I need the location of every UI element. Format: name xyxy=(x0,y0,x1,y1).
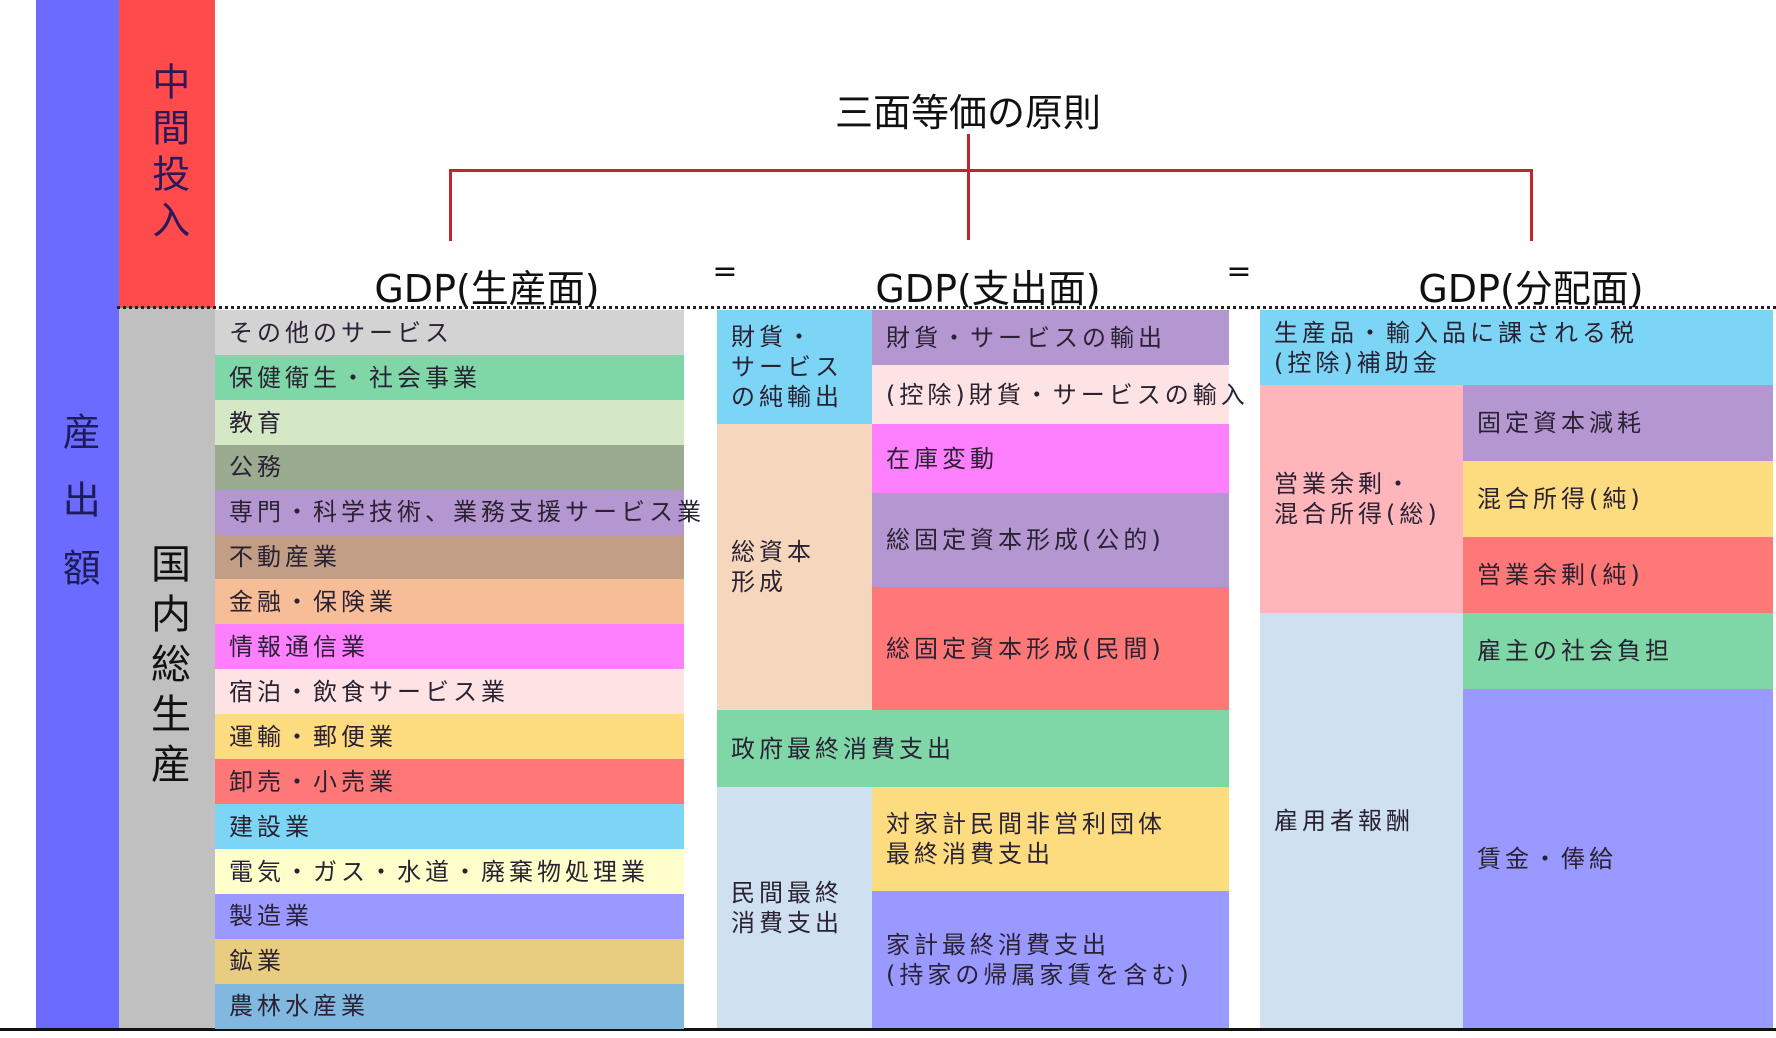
cell-label: 混合所得(純) xyxy=(1477,485,1644,513)
industry-label: 情報通信業 xyxy=(229,633,369,662)
header-production: GDP(生産面) xyxy=(374,267,600,311)
dotted-divider xyxy=(117,306,1776,309)
cell-label: 民間最終 xyxy=(731,878,843,907)
industry-label: 農林水産業 xyxy=(229,992,369,1021)
cell-label: 賃金・俸給 xyxy=(1477,844,1617,873)
cell-label: 生産品・輸入品に課される税 xyxy=(1274,318,1638,347)
industry-label: 製造業 xyxy=(229,902,313,931)
depreciation-cell: 固定資本減耗 xyxy=(1463,385,1773,461)
industry-label: 電気・ガス・水道・廃棄物処理業 xyxy=(229,857,649,886)
intermediate-input-bar: 中間投入 xyxy=(119,0,215,308)
industry-row: 卸売・小売業 xyxy=(215,759,684,805)
cell-label: 営業余剰・ xyxy=(1274,470,1414,498)
net-exports-cell: 財貨・サービスの純輸出 xyxy=(717,310,872,424)
industry-label: 鉱業 xyxy=(229,947,285,976)
exports-cell: 財貨・サービスの輸出 xyxy=(872,310,1229,365)
cell-label: (控除)財貨・サービスの輸入 xyxy=(886,380,1249,409)
cell-label: 総固定資本形成(公的) xyxy=(886,526,1165,554)
cell-label: 消費支出 xyxy=(731,908,843,937)
cell-label: 最終消費支出 xyxy=(886,840,1054,868)
cell-label: サービス xyxy=(731,353,843,381)
wages-cell: 賃金・俸給 xyxy=(1463,689,1773,1028)
tree-stem xyxy=(967,134,970,240)
header-expenditure: GDP(支出面) xyxy=(875,267,1101,311)
header-distribution: GDP(分配面) xyxy=(1418,267,1644,311)
industry-label: 建設業 xyxy=(229,812,313,841)
taxes-cell: 生産品・輸入品に課される税(控除)補助金 xyxy=(1260,310,1773,385)
cell-label: 財貨・ xyxy=(731,323,815,351)
industry-label: 公務 xyxy=(229,453,285,482)
industry-row: 公務 xyxy=(215,444,684,491)
industry-row: 宿泊・飲食サービス業 xyxy=(215,669,684,715)
industry-row: 教育 xyxy=(215,399,684,446)
cell-label: 財貨・サービスの輸出 xyxy=(886,323,1166,352)
industry-label: 保健衛生・社会事業 xyxy=(229,363,481,392)
gdp-bar: 国内総生産 xyxy=(119,308,215,1028)
industry-row: 電気・ガス・水道・廃棄物処理業 xyxy=(215,848,684,895)
intermediate-input-label: 中間投入 xyxy=(145,62,190,246)
cell-label: 営業余剰(純) xyxy=(1477,561,1644,589)
operating-net-cell: 営業余剰(純) xyxy=(1463,537,1773,613)
industry-label: 宿泊・飲食サービス業 xyxy=(229,677,509,706)
equals-sign: = xyxy=(1226,254,1252,289)
output-label: 産出額 xyxy=(56,412,101,616)
industry-label: 不動産業 xyxy=(229,543,341,572)
cell-label: (控除)補助金 xyxy=(1274,348,1441,377)
tree-right-branch xyxy=(1530,169,1533,241)
cell-label: 雇用者報酬 xyxy=(1274,806,1414,835)
cell-label: 対家計民間非営利団体 xyxy=(886,810,1166,838)
equals-sign: = xyxy=(712,254,738,289)
cell-label: (持家の帰属家賃を含む) xyxy=(886,960,1193,989)
cell-label: 雇主の社会負担 xyxy=(1477,637,1673,665)
inventory-cell: 在庫変動 xyxy=(872,424,1229,493)
industry-row: 情報通信業 xyxy=(215,624,684,670)
industry-row: 保健衛生・社会事業 xyxy=(215,354,684,401)
cell-label: 在庫変動 xyxy=(886,444,998,473)
tree-bar xyxy=(449,169,1533,172)
industry-label: 運輸・郵便業 xyxy=(229,722,397,751)
operating-gross-cell: 営業余剰・混合所得(総) xyxy=(1260,385,1463,613)
industry-row: 鉱業 xyxy=(215,938,684,985)
government-cell: 政府最終消費支出 xyxy=(717,710,1229,787)
cell-label: 固定資本減耗 xyxy=(1477,409,1645,437)
cell-label: 政府最終消費支出 xyxy=(731,734,955,763)
gfcf-private-cell: 総固定資本形成(民間) xyxy=(872,587,1229,710)
industry-label: 卸売・小売業 xyxy=(229,767,397,796)
cell-label: 総固定資本形成(民間) xyxy=(886,634,1165,663)
industry-row: 農林水産業 xyxy=(215,983,684,1029)
mixed-income-cell: 混合所得(純) xyxy=(1463,461,1773,537)
bottom-rule xyxy=(0,1028,1776,1031)
gdp-bar-label: 国内総生産 xyxy=(144,543,190,793)
imports-cell: (控除)財貨・サービスの輸入 xyxy=(872,365,1249,424)
industry-label: 金融・保険業 xyxy=(229,588,397,617)
industry-row: その他のサービス xyxy=(215,310,684,356)
industry-row: 専門・科学技術、業務支援サービス業 xyxy=(215,489,705,536)
gfcf-public-cell: 総固定資本形成(公的) xyxy=(872,493,1229,587)
tree-left-branch xyxy=(449,169,452,241)
industry-row: 建設業 xyxy=(215,803,684,850)
household-cell: 家計最終消費支出(持家の帰属家賃を含む) xyxy=(872,891,1229,1028)
private-consumption-cell: 民間最終消費支出 xyxy=(717,787,872,1028)
cell-label: の純輸出 xyxy=(731,383,843,411)
output-bar: 産出額 xyxy=(36,0,119,1028)
industry-label: 教育 xyxy=(229,408,285,437)
cell-label: 混合所得(総) xyxy=(1274,500,1441,528)
diagram-title: 三面等価の原則 xyxy=(834,91,1102,135)
employer-social-cell: 雇主の社会負担 xyxy=(1463,613,1773,689)
npish-cell: 対家計民間非営利団体最終消費支出 xyxy=(872,787,1229,891)
industry-row: 運輸・郵便業 xyxy=(215,714,684,760)
industry-row: 不動産業 xyxy=(215,534,684,580)
cell-label: 家計最終消費支出 xyxy=(886,930,1110,959)
gross-capital-cell: 総資本形成 xyxy=(717,424,872,710)
industry-row: 製造業 xyxy=(215,893,684,940)
compensation-cell: 雇用者報酬 xyxy=(1260,613,1463,1028)
industry-label: 専門・科学技術、業務支援サービス業 xyxy=(229,498,705,527)
industry-row: 金融・保険業 xyxy=(215,579,684,625)
cell-label: 形成 xyxy=(731,568,787,596)
cell-label: 総資本 xyxy=(731,538,815,566)
industry-label: その他のサービス xyxy=(229,318,453,347)
